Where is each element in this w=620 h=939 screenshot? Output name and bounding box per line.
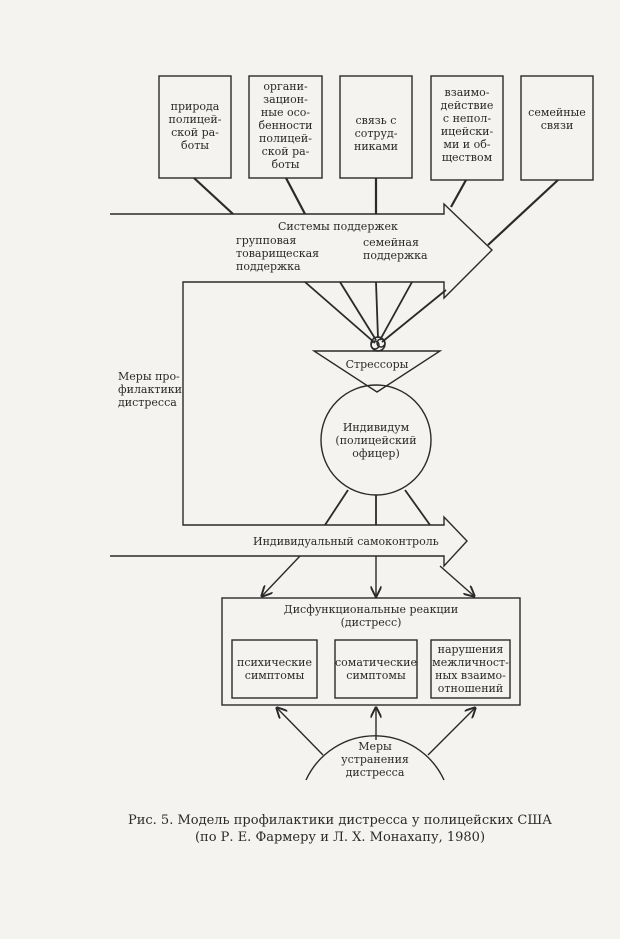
arrows-from-elimination <box>277 708 475 756</box>
support-converge-lines <box>304 281 447 344</box>
factor-box-3: связь с сотруд- никами <box>354 114 398 153</box>
factor-box-1: природа полицей- ской ра- боты <box>168 100 222 152</box>
dysfunction-item-1: психические симптомы <box>236 656 313 682</box>
knot-icon <box>370 336 386 352</box>
dysfunction-item-2: соматические симптомы <box>335 656 417 682</box>
individual-label: Индивидум (полицейский офицер) <box>335 421 417 460</box>
dysfunction-box <box>221 597 521 706</box>
elimination-arc <box>305 735 445 781</box>
self-control-label: Индивидуальный самоконтроль <box>253 535 439 548</box>
factor-connectors <box>193 177 559 246</box>
stressors-triangle <box>311 350 443 393</box>
factor-box-5: семейные связи <box>528 106 586 132</box>
support-systems-label: Системы поддержек <box>278 220 398 233</box>
group-support-label: групповая товарищеская поддержка <box>236 234 320 273</box>
family-support-label: семейная поддержка <box>363 236 428 262</box>
individual-connectors <box>324 489 431 526</box>
prevention-label: Меры про- филактики дистресса <box>118 370 182 409</box>
dysfunction-title: Дисфункциональные реакции (дистресс) <box>283 603 459 629</box>
arrows-to-dysfunction <box>262 555 474 596</box>
figure-caption-line1: Рис. 5. Модель профилактики дистресса у … <box>127 813 553 828</box>
factor-box-2: органи- зацион- ные осо- бенности полице… <box>258 80 313 171</box>
elimination-label: Меры устранения дистресса <box>341 740 409 779</box>
figure-caption-line2: (по Р. Е. Фармеру и Л. Х. Монахапу, 1980… <box>194 830 486 845</box>
stressors-label: Стрессоры <box>345 358 409 371</box>
factor-box-4: взаимо- действие с непол- ицейски- ми и … <box>440 86 494 164</box>
dysfunction-item-3: нарушения межличност- ных взаимо- отноше… <box>432 643 509 695</box>
support-systems-arrow <box>110 202 494 568</box>
